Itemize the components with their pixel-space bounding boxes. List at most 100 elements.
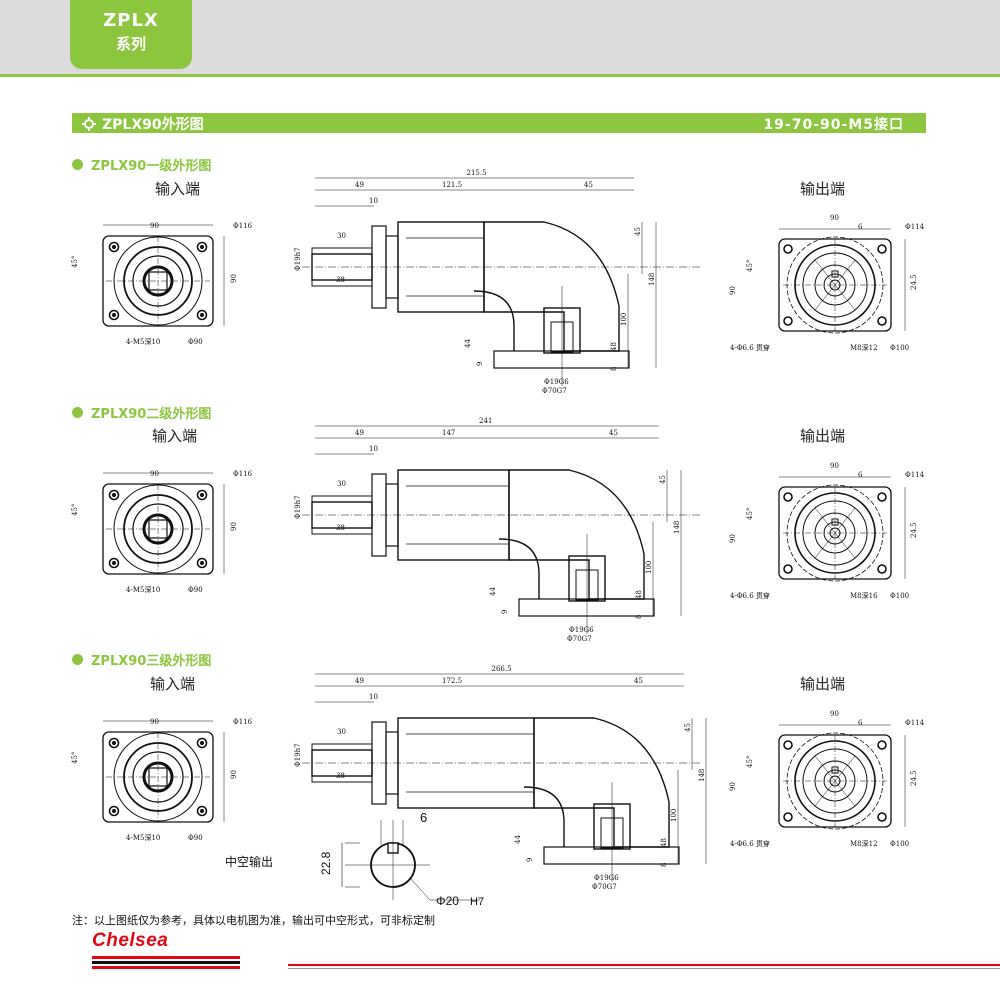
input-dia-dim: Φ116 [233, 222, 253, 230]
input-angle-dim: 45° [71, 752, 79, 764]
input-width-dim: 90 [150, 470, 159, 478]
output-dia-dim: Φ114 [905, 471, 925, 479]
total-height-dim: 148 [648, 273, 656, 286]
left-length-dim: 49 [355, 429, 364, 437]
input-pcd-dim: Φ90 [188, 834, 203, 842]
input-width-dim: 90 [150, 222, 159, 230]
stage-2-output-label: 输出端 [800, 427, 846, 445]
output-height-dim: 90 [729, 782, 737, 791]
output-pcd-dim: Φ100 [890, 592, 909, 600]
shaft-length-dim: 38 [336, 276, 345, 284]
total-length-dim: 241 [479, 417, 492, 425]
stage-1-title-row: ZPLX90一级外形图 [72, 155, 211, 174]
lower-height-dim: 100 [645, 561, 653, 574]
input-height-dim: 90 [230, 770, 238, 779]
pilot-depth-dim: 9 [501, 610, 509, 614]
upper-height-dim: 45 [634, 227, 642, 236]
total-length-dim: 215.5 [467, 169, 487, 177]
key-length-dim: 30 [337, 232, 346, 240]
output-keyway-dim: 24.5 [910, 522, 918, 538]
input-shaft-dim: Φ19h7 [294, 495, 302, 519]
bullet-icon [72, 654, 83, 665]
upper-height-dim: 45 [684, 723, 692, 732]
stage-1-output-label: 输出端 [800, 180, 846, 198]
input-width-dim: 90 [150, 718, 159, 726]
key-length-dim: 30 [337, 728, 346, 736]
footnote: 注：以上图纸仅为参考，具体以电机图为准，输出可中空形式，可非标定制 [72, 914, 435, 927]
stripe-2 [92, 961, 240, 964]
stage-1-title: ZPLX90一级外形图 [91, 159, 212, 174]
output-shaft-dim: Φ19G6 [569, 626, 594, 634]
output-pilot-dim: Φ70G7 [542, 387, 567, 395]
section-bar: ZPLX90外形图 19-70-90-M5接口 [72, 113, 926, 133]
hollow-width-dim: 6 [420, 810, 427, 825]
output-holes-dim: 4-Φ6.6 贯穿 [730, 343, 770, 352]
output-pcd-dim: Φ100 [890, 840, 909, 848]
mid-length-dim: 147 [442, 429, 455, 437]
output-key-dim: 6 [858, 471, 863, 479]
input-dia-dim: Φ116 [233, 718, 253, 726]
input-thread-dim: 4-M5深10 [126, 833, 160, 842]
base-height-dim: 8 [660, 863, 668, 867]
footer-rule-thin [288, 968, 1000, 969]
hollow-fit-dim: H7 [470, 896, 484, 908]
output-holes-dim: 4-Φ6.6 贯穿 [730, 591, 770, 600]
total-height-dim: 148 [698, 769, 706, 782]
header-divider [0, 74, 1000, 77]
input-pcd-dim: Φ90 [188, 586, 203, 594]
pilot-height-dim: 44 [489, 587, 497, 596]
input-pcd-dim: Φ90 [188, 338, 203, 346]
stage-3-input-label: 输入端 [150, 675, 196, 693]
output-angle-dim: 45° [746, 508, 754, 520]
flange-length-dim: 10 [369, 445, 378, 453]
output-width-dim: 90 [830, 710, 839, 718]
output-height-dim: 90 [729, 534, 737, 543]
input-thread-dim: 4-M5深10 [126, 585, 160, 594]
stage-3-title: ZPLX90三级外形图 [91, 654, 212, 669]
key-length-dim: 30 [337, 480, 346, 488]
interface-label: 19-70-90-M5接口 [763, 117, 904, 133]
output-keyway-dim: 24.5 [910, 770, 918, 786]
brand-stripes [92, 956, 240, 971]
right-length-dim: 45 [634, 677, 643, 685]
stage-2-title-row: ZPLX90二级外形图 [72, 403, 211, 422]
base-height-dim: 8 [635, 615, 643, 619]
input-height-dim: 90 [230, 522, 238, 531]
input-shaft-dim: Φ19h7 [294, 247, 302, 271]
stripe-1 [92, 956, 240, 959]
lower-height-dim: 100 [670, 809, 678, 822]
series-tab: ZPLX 系列 [70, 0, 192, 69]
output-holes-dim: 4-Φ6.6 贯穿 [730, 839, 770, 848]
total-length-dim: 266.5 [492, 665, 512, 673]
flange-height-dim: 48 [635, 590, 643, 599]
mid-length-dim: 121.5 [442, 181, 462, 189]
output-keyway-dim: 24.5 [910, 274, 918, 290]
flange-length-dim: 10 [369, 693, 378, 701]
base-height-dim: 8 [610, 367, 618, 371]
shaft-length-dim: 38 [336, 524, 345, 532]
series-code: ZPLX [103, 10, 159, 31]
left-length-dim: 49 [355, 677, 364, 685]
output-shaft-dim: Φ19G6 [594, 874, 619, 882]
pilot-height-dim: 44 [514, 835, 522, 844]
stage-2-title: ZPLX90二级外形图 [91, 407, 212, 422]
flange-length-dim: 10 [369, 197, 378, 205]
upper-height-dim: 45 [659, 475, 667, 484]
mid-length-dim: 172.5 [442, 677, 462, 685]
output-pilot-dim: Φ70G7 [592, 883, 617, 891]
input-dia-dim: Φ116 [233, 470, 253, 478]
flange-height-dim: 48 [660, 838, 668, 847]
bullet-icon [72, 159, 83, 170]
hollow-output-label: 中空输出 [225, 854, 273, 869]
shaft-length-dim: 38 [336, 772, 345, 780]
total-height-dim: 148 [673, 521, 681, 534]
hollow-dia-dim: Φ20 [436, 894, 459, 908]
output-key-dim: 6 [858, 719, 863, 727]
input-angle-dim: 45° [71, 504, 79, 516]
output-thread-dim: M8深12 [850, 839, 878, 848]
stage-3-title-row: ZPLX90三级外形图 [72, 650, 211, 669]
